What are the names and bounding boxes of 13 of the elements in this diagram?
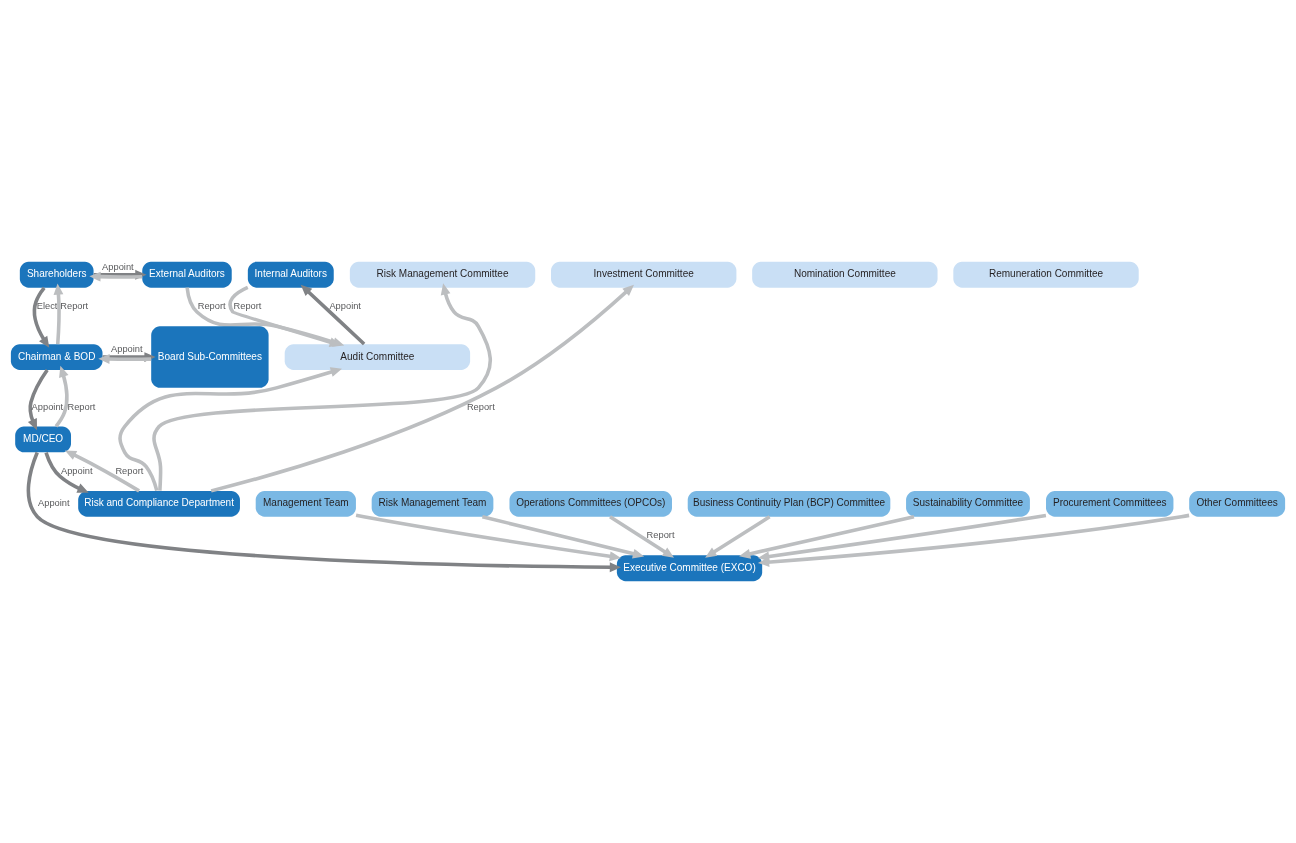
edge-label: Report — [115, 466, 144, 477]
edge-label: Appoint — [60, 466, 93, 477]
edge-label: Elect — [36, 301, 58, 312]
edge-label: Report — [233, 301, 262, 312]
edge-label: Appoint — [329, 301, 361, 312]
edge-label: Appoint — [102, 262, 134, 273]
edge-label: Report — [60, 301, 89, 312]
edge-label: Report — [646, 530, 675, 541]
edge-label: Report — [67, 401, 96, 412]
edge-label: Appoint — [38, 498, 70, 509]
edge-label: Report — [197, 301, 226, 312]
edge-label: Report — [466, 401, 495, 412]
edge-label: Appoint — [111, 344, 143, 355]
